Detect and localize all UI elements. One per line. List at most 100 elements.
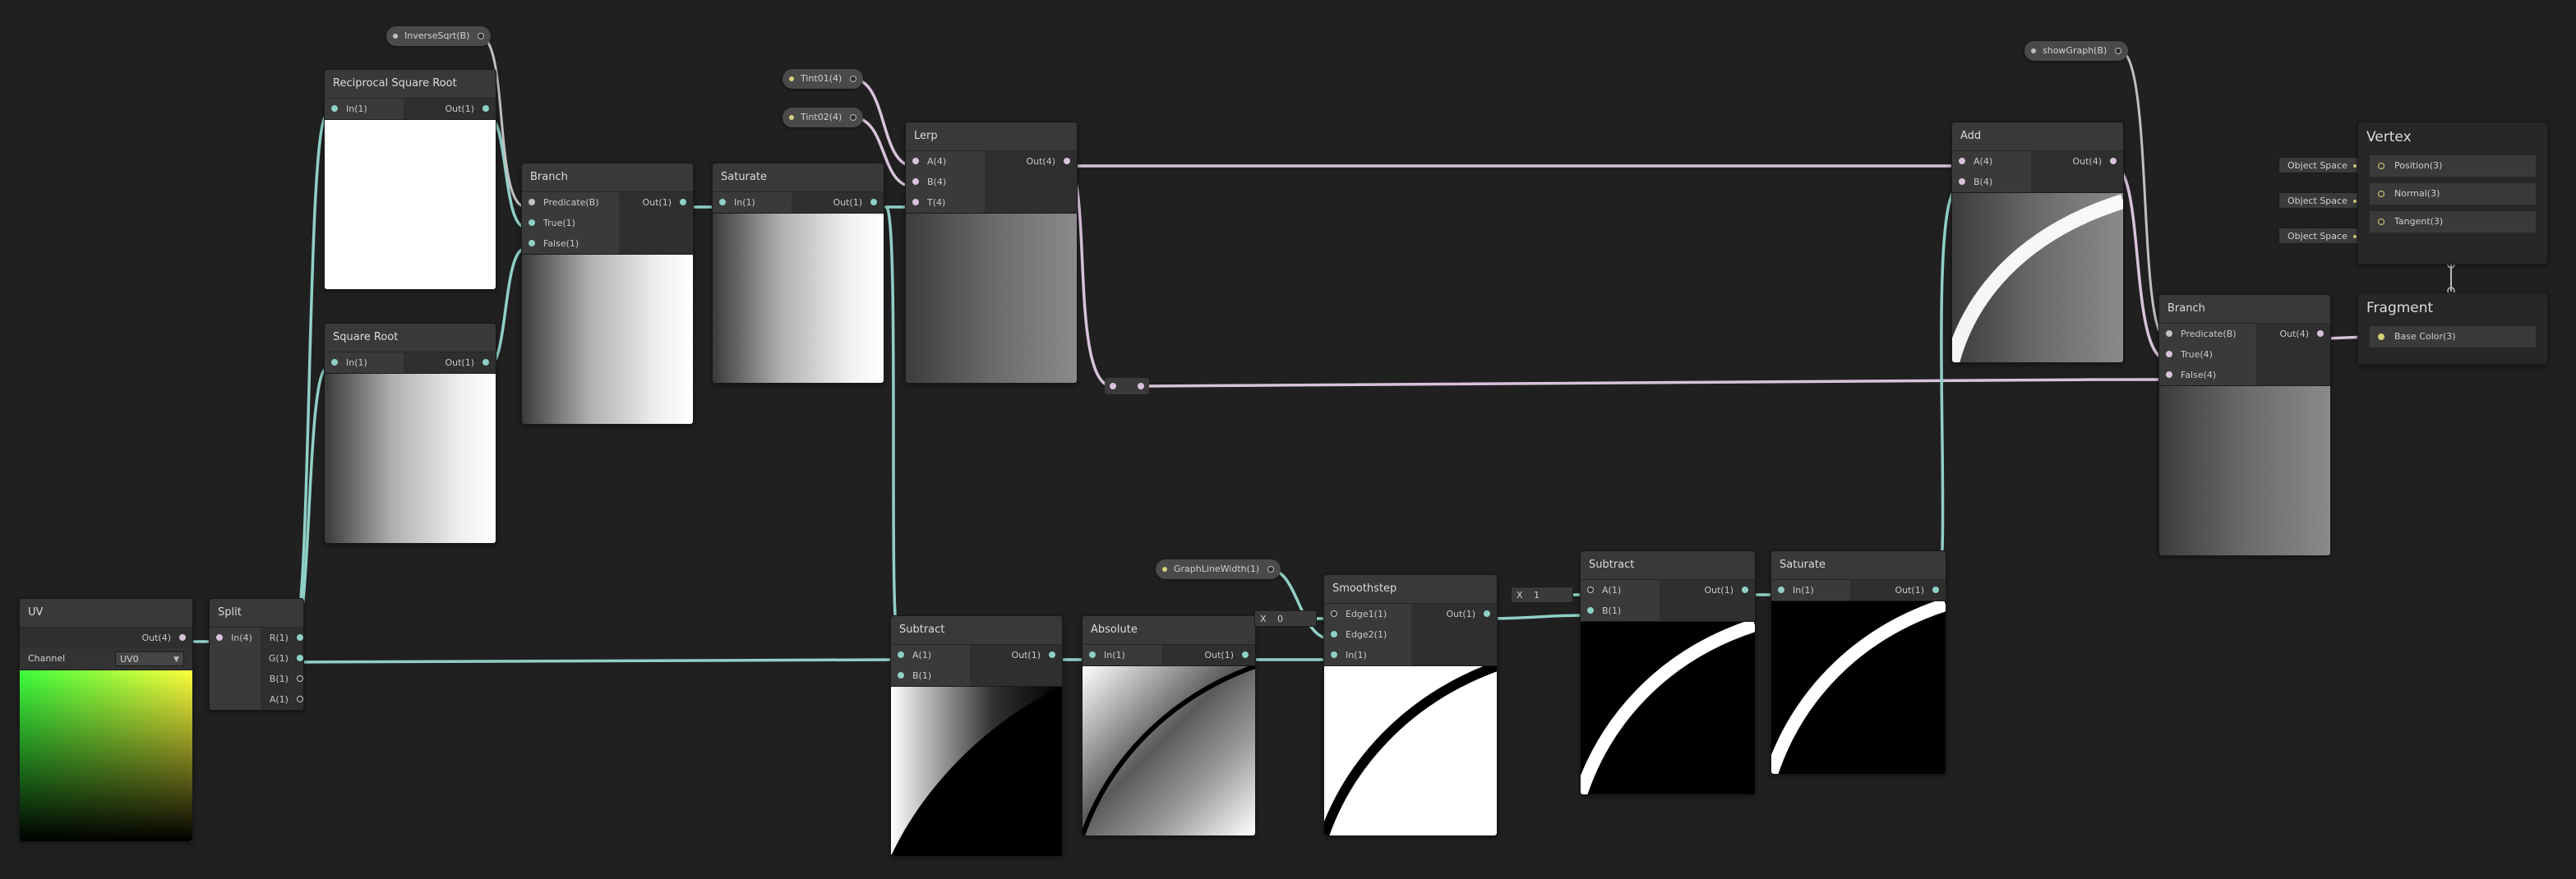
node-lerp[interactable]: Lerp A(4) B(4) T(4) Out(4) — [905, 122, 1078, 384]
output-port[interactable]: Out(1) — [970, 645, 1062, 665]
input-port-a[interactable]: A(1) — [1581, 580, 1660, 601]
node-title: UV — [20, 599, 192, 628]
channel-dropdown[interactable]: UV0 ▼ — [115, 651, 184, 666]
subtract-b-default-stepper[interactable]: X 1 — [1511, 587, 1573, 603]
input-port-a[interactable]: A(4) — [906, 151, 985, 172]
port-label: Predicate(B) — [543, 197, 599, 208]
input-port-edge2[interactable]: Edge2(1) — [1324, 624, 1411, 645]
input-port-b[interactable]: B(4) — [1952, 172, 2031, 192]
node-title: Saturate — [1771, 551, 1946, 580]
input-port-b[interactable]: B(1) — [891, 665, 970, 686]
node-uv[interactable]: UV Out(4) Channel UV0 ▼ — [19, 598, 193, 842]
redirect-node[interactable] — [1105, 378, 1149, 394]
property-tint01[interactable]: Tint01(4) — [782, 69, 864, 89]
node-split[interactable]: Split In(4) R(1) G(1) B(1) A(1) — [209, 598, 304, 711]
vertex-port-position[interactable]: Position(3) — [2370, 155, 2536, 177]
node-title: Subtract — [891, 616, 1062, 645]
output-port-g[interactable]: G(1) — [261, 648, 303, 669]
input-port-predicate[interactable]: Predicate(B) — [2159, 324, 2256, 344]
output-port-a[interactable]: A(1) — [261, 689, 303, 710]
master-vertex-block[interactable]: Vertex Position(3) Normal(3) Tangent(3) — [2357, 122, 2548, 265]
output-port[interactable]: Out(4) — [985, 151, 1077, 172]
output-port[interactable]: Out(1) — [1660, 580, 1755, 601]
property-tint02[interactable]: Tint02(4) — [782, 108, 864, 127]
output-port[interactable]: Out(4) — [2031, 151, 2123, 172]
input-port[interactable]: In(1) — [713, 192, 792, 213]
property-output-port[interactable] — [2115, 48, 2122, 54]
input-port[interactable]: In(1) — [325, 99, 404, 119]
input-port-a[interactable]: A(4) — [1952, 151, 2031, 172]
output-port[interactable]: Out(1) — [1411, 604, 1497, 624]
input-port-b[interactable]: B(1) — [1581, 601, 1660, 621]
port-connector-icon — [179, 634, 186, 641]
node-subtract-1[interactable]: Subtract A(1) B(1) Out(1) — [890, 615, 1063, 857]
output-port[interactable]: Out(1) — [1850, 580, 1946, 601]
port-label: A(1) — [912, 650, 932, 660]
output-port-r[interactable]: R(1) — [261, 628, 303, 648]
property-label: Tint01(4) — [801, 73, 843, 84]
input-port-edge1[interactable]: Edge1(1) — [1324, 604, 1411, 624]
input-port-in[interactable]: In(1) — [1324, 645, 1411, 665]
fragment-port-base-color[interactable]: Base Color(3) — [2370, 326, 2536, 347]
output-port[interactable]: Out(1) — [792, 192, 884, 213]
property-show-graph[interactable]: showGraph(B) — [2024, 41, 2129, 61]
output-port[interactable]: Out(1) — [404, 352, 496, 373]
input-port-true[interactable]: True(4) — [2159, 344, 2256, 365]
port-label: Out(1) — [1895, 585, 1924, 596]
property-output-port[interactable] — [478, 33, 485, 39]
input-port[interactable]: In(1) — [1771, 580, 1850, 601]
port-connector-icon — [296, 634, 303, 641]
node-branch-1[interactable]: Branch Predicate(B) True(1) False(1) Out… — [521, 163, 694, 425]
node-absolute[interactable]: Absolute In(1) Out(1) — [1082, 615, 1256, 836]
property-graph-line-width[interactable]: GraphLineWidth(1) — [1156, 559, 1281, 579]
port-label: Out(1) — [1446, 609, 1475, 619]
node-square-root[interactable]: Square Root In(1) Out(1) — [324, 323, 496, 544]
space-selector-normal[interactable]: Object Space — [2278, 192, 2361, 209]
node-add[interactable]: Add A(4) B(4) Out(4) — [1951, 122, 2124, 363]
port-connector-icon — [912, 158, 919, 164]
input-port-predicate[interactable]: Predicate(B) — [522, 192, 619, 213]
property-output-port[interactable] — [850, 76, 857, 82]
input-port-true[interactable]: True(1) — [522, 213, 619, 233]
port-label: In(1) — [1793, 585, 1814, 596]
edge1-default-stepper[interactable]: X 0 — [1254, 610, 1317, 627]
input-port-false[interactable]: False(1) — [522, 233, 619, 254]
input-port-false[interactable]: False(4) — [2159, 365, 2256, 385]
space-selector-position[interactable]: Object Space — [2278, 157, 2361, 173]
port-connector-icon — [1089, 651, 1096, 658]
node-saturate-1[interactable]: Saturate In(1) Out(1) — [712, 163, 884, 384]
redirect-output-port[interactable] — [1138, 383, 1144, 389]
input-port[interactable]: In(1) — [325, 352, 404, 373]
output-port[interactable]: Out(1) — [404, 99, 496, 119]
vertex-port-tangent[interactable]: Tangent(3) — [2370, 211, 2536, 232]
space-selector-tangent[interactable]: Object Space — [2278, 228, 2361, 244]
port-label: Out(1) — [445, 357, 474, 368]
node-branch-2[interactable]: Branch Predicate(B) True(4) False(4) Out… — [2158, 294, 2331, 556]
node-reciprocal-square-root[interactable]: Reciprocal Square Root In(1) Out(1) — [324, 69, 496, 290]
node-subtract-2[interactable]: Subtract A(1) B(1) Out(1) — [1580, 550, 1756, 795]
input-port-t[interactable]: T(4) — [906, 192, 985, 213]
property-output-port[interactable] — [850, 114, 857, 121]
port-label: R(1) — [269, 633, 289, 643]
port-connector-icon — [2378, 219, 2384, 225]
input-port-a[interactable]: A(1) — [891, 645, 970, 665]
preview-curve — [1083, 666, 1255, 835]
output-port[interactable]: Out(1) — [619, 192, 693, 213]
port-connector-icon — [1932, 587, 1939, 593]
port-connector-icon — [1959, 178, 1965, 185]
node-smoothstep[interactable]: Smoothstep Edge1(1) Edge2(1) In(1) Out(1… — [1323, 574, 1498, 836]
node-saturate-2[interactable]: Saturate In(1) Out(1) — [1770, 550, 1946, 775]
input-port-b[interactable]: B(4) — [906, 172, 985, 192]
output-port-b[interactable]: B(1) — [261, 669, 303, 689]
redirect-input-port[interactable] — [1110, 383, 1116, 389]
port-label: B(1) — [912, 670, 932, 681]
property-inverse-sqrt[interactable]: InverseSqrt(B) — [386, 26, 492, 46]
property-output-port[interactable] — [1267, 566, 1275, 573]
master-fragment-block[interactable]: Fragment Base Color(3) — [2357, 292, 2548, 365]
input-port[interactable]: In(1) — [1083, 645, 1161, 665]
output-port[interactable]: Out(1) — [1161, 645, 1255, 665]
output-port[interactable]: Out(4) — [20, 628, 192, 648]
vertex-port-normal[interactable]: Normal(3) — [2370, 183, 2536, 205]
output-port[interactable]: Out(4) — [2256, 324, 2330, 344]
input-port[interactable]: In(4) — [210, 628, 261, 648]
